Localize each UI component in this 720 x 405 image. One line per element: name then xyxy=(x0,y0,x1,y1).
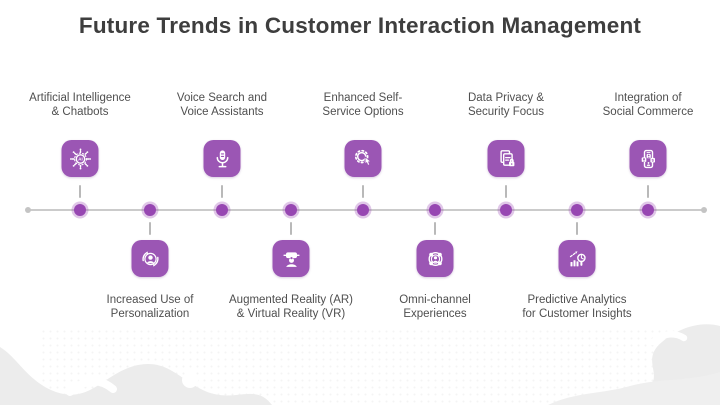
ai-chip-icon: AI xyxy=(61,140,99,177)
self-service-gear-hand-icon xyxy=(344,140,382,177)
timeline-dot xyxy=(216,204,228,216)
item-label: Integration of Social Commerce xyxy=(602,92,694,118)
item-label: Data Privacy & Security Focus xyxy=(467,92,545,118)
timeline-endpoint-right xyxy=(701,207,707,213)
analytics-magnifier-icon xyxy=(558,240,596,277)
timeline-dot xyxy=(285,204,297,216)
connector-tick xyxy=(149,222,151,235)
dollar-glyph: $ xyxy=(651,157,654,162)
connector-tick xyxy=(79,185,81,198)
item-label: Augmented Reality (AR) & Virtual Reality… xyxy=(229,294,353,320)
connector-tick xyxy=(290,222,292,235)
timeline-endpoint-left xyxy=(25,207,31,213)
connector-tick xyxy=(576,222,578,235)
ai-chip-label: AI xyxy=(78,156,82,161)
item-label: Voice Search and Voice Assistants xyxy=(176,92,268,118)
connector-tick xyxy=(434,222,436,235)
item-label: Increased Use of Personalization xyxy=(106,294,194,320)
item-label: Predictive Analytics for Customer Insigh… xyxy=(522,294,632,320)
document-lock-icon xyxy=(487,140,525,177)
timeline-dot xyxy=(74,204,86,216)
connector-tick xyxy=(221,185,223,198)
microphone-icon xyxy=(203,140,241,177)
item-label: Artificial Intelligence & Chatbots xyxy=(29,92,131,118)
item-label: Omni-channel Experiences xyxy=(399,294,471,320)
personalization-icon xyxy=(131,240,169,277)
timeline-dot xyxy=(500,204,512,216)
vr-headset-icon xyxy=(272,240,310,277)
background-blobs-decoration xyxy=(0,324,720,405)
item-label: Enhanced Self- Service Options xyxy=(322,92,404,118)
page-title: Future Trends in Customer Interaction Ma… xyxy=(78,13,642,38)
connector-tick xyxy=(362,185,364,198)
omni-channel-icon xyxy=(416,240,454,277)
timeline-dot xyxy=(144,204,156,216)
connector-tick xyxy=(505,185,507,198)
timeline-dot xyxy=(642,204,654,216)
social-commerce-phone-icon: $ xyxy=(629,140,667,177)
timeline-dot xyxy=(357,204,369,216)
connector-tick xyxy=(647,185,649,198)
timeline-dot xyxy=(429,204,441,216)
timeline-dot xyxy=(571,204,583,216)
